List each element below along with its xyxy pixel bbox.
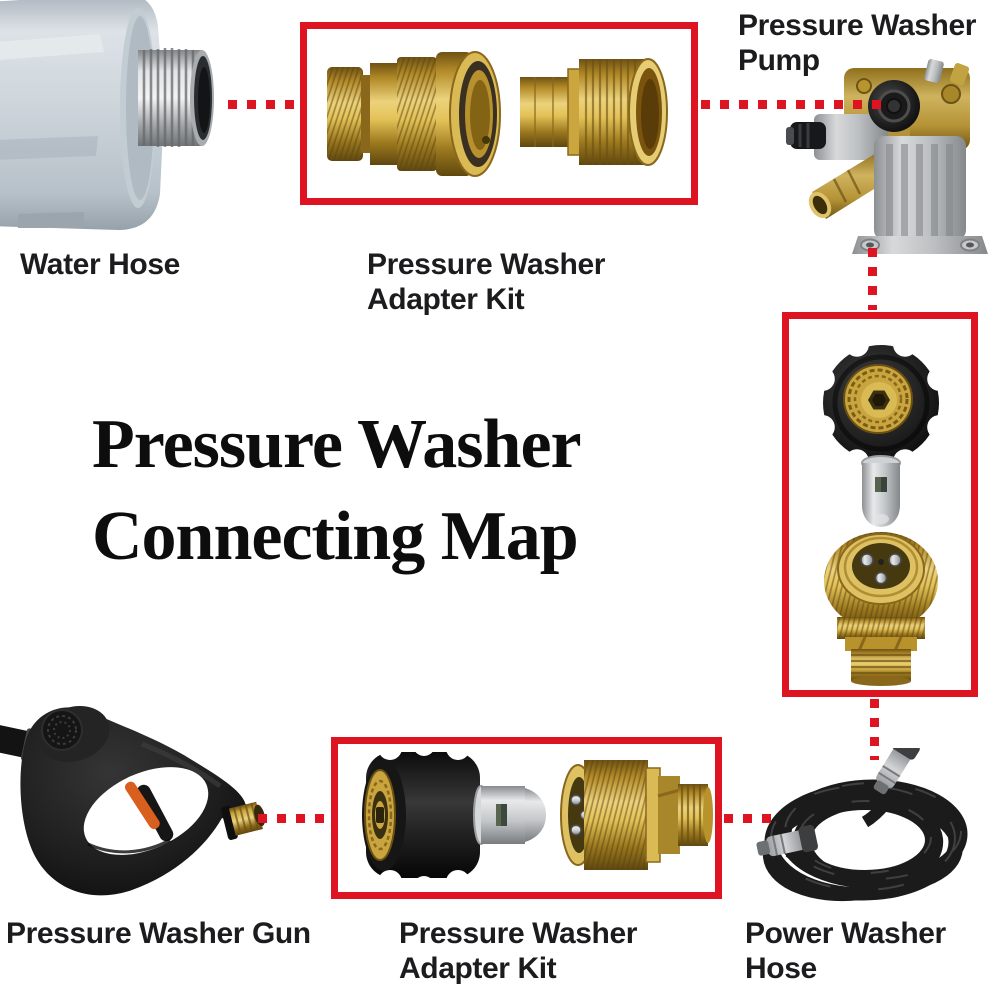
adapter-kit-bottom-image — [362, 744, 713, 892]
steel-plug — [861, 455, 901, 527]
adapter-kit-bottom-highlight-box — [331, 737, 722, 899]
connector-gun-to-kit — [258, 814, 330, 823]
gun-highlight — [141, 741, 222, 789]
gun-safety-lock — [124, 781, 160, 830]
pump-knob — [868, 80, 920, 132]
pressure-washer-pump-image — [786, 59, 988, 254]
power-washer-hose-image — [756, 748, 968, 902]
diagram-title-line1: Pressure Washer — [92, 406, 582, 483]
hose-fitting-top — [873, 748, 920, 795]
brass-quick-coupler-horizontal — [560, 760, 713, 870]
gun-seam — [87, 838, 171, 854]
steel-plug-horizontal — [473, 785, 546, 845]
adapter-kit-top-label: Pressure Washer Adapter Kit — [367, 248, 606, 316]
adapter-kit-top-image — [327, 51, 668, 177]
adapter-kit-right-highlight-box — [782, 312, 978, 697]
pump-manifold — [814, 114, 888, 160]
water-hose-image — [0, 0, 214, 230]
pressure-washer-gun-image — [0, 706, 266, 896]
brass-quick-coupler-vertical — [824, 532, 938, 686]
gun-trigger — [136, 784, 174, 842]
threaded-nipple — [138, 48, 214, 147]
brass-quick-coupler — [327, 51, 501, 177]
hose-fitting-left — [756, 824, 818, 857]
connector-waterhose-to-kit — [228, 100, 300, 109]
gun-label: Pressure Washer Gun — [6, 917, 311, 950]
pump-thermal-valve — [786, 122, 826, 149]
connector-pump-to-rightkit — [868, 248, 877, 310]
connector-rightkit-to-hose — [870, 699, 879, 760]
m22-swivel-adapter-horizontal — [362, 744, 480, 892]
gun-thumb-pad — [38, 706, 110, 762]
pump-label: Pressure Washer Pump — [738, 9, 977, 77]
m22-swivel-adapter — [810, 332, 952, 474]
adapter-kit-top-highlight-box — [300, 22, 698, 205]
brass-garden-hose-adapter — [520, 58, 668, 166]
adapter-kit-right-image — [810, 332, 952, 686]
pump-aluminum-body — [852, 136, 988, 254]
power-hose-label: Power Washer Hose — [745, 917, 946, 985]
diagram-title-line2: Connecting Map — [92, 498, 579, 575]
connector-kit-to-hose — [724, 814, 771, 823]
pump-inlet-tube — [808, 152, 890, 219]
adapter-kit-bottom-label: Pressure Washer Adapter Kit — [399, 917, 638, 985]
water-hose-label: Water Hose — [20, 248, 180, 281]
connector-kit-to-pump — [701, 100, 886, 109]
diagram-title: Pressure Washer Connecting Map — [92, 399, 582, 583]
